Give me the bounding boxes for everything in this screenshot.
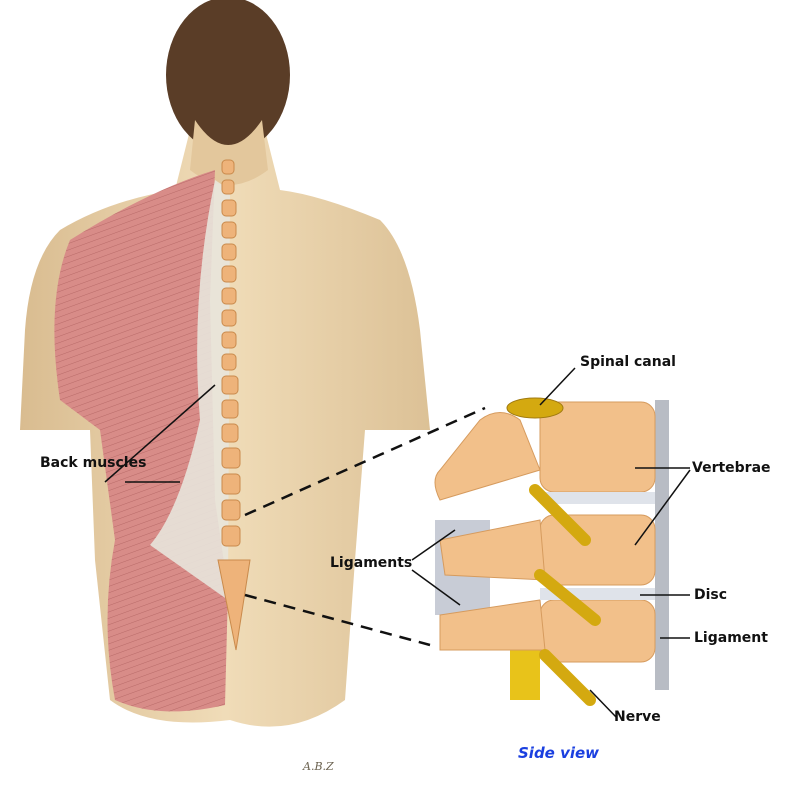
- label-disc: Disc: [694, 587, 728, 603]
- label-spinal-canal: Spinal canal: [580, 354, 676, 370]
- head: [166, 0, 290, 153]
- label-ligaments: Ligaments: [330, 555, 413, 571]
- spine: [217, 159, 251, 651]
- leader-lines: [104, 367, 691, 719]
- artist-signature: A.B.Z: [303, 760, 334, 773]
- back-figure: [20, 0, 430, 727]
- label-nerve: Nerve: [614, 709, 661, 725]
- caption-side-view: Side view: [518, 744, 600, 762]
- label-vertebrae: Vertebrae: [692, 460, 771, 476]
- side-view-inset: [434, 397, 669, 706]
- label-back-muscles: Back muscles: [40, 455, 147, 471]
- back-muscles: [54, 170, 228, 712]
- label-ligament: Ligament: [694, 630, 768, 646]
